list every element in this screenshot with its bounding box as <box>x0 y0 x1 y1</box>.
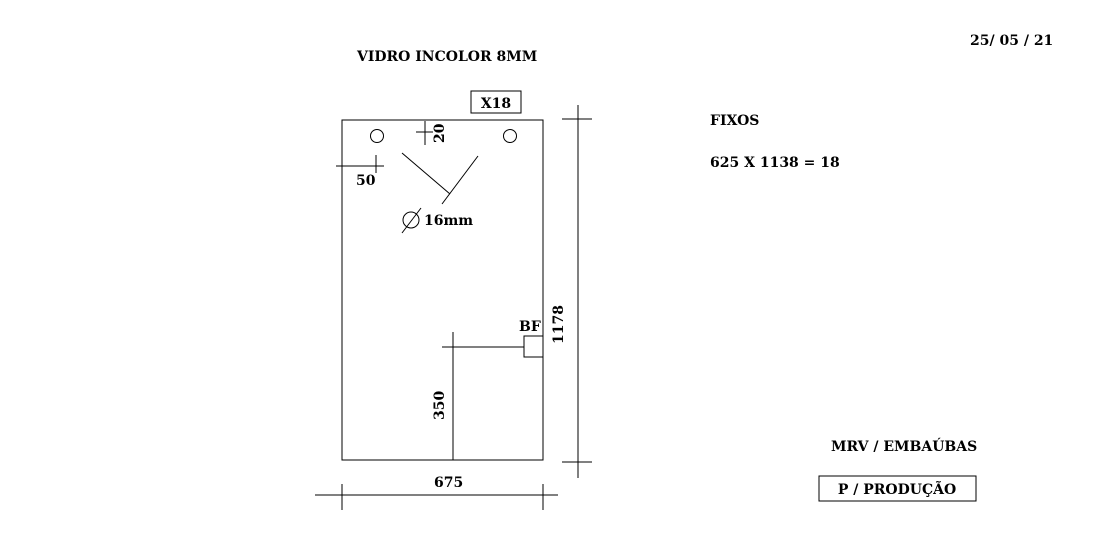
hole-offset-side-label: 50 <box>356 173 376 189</box>
width-label: 675 <box>434 475 463 491</box>
diameter-symbol-slash <box>401 207 422 234</box>
leader-line-right <box>441 155 479 205</box>
stamp-label: P / PRODUÇÃO <box>838 479 956 498</box>
height-label: 1178 <box>551 305 567 344</box>
fitting-box <box>523 335 544 358</box>
material-title: VIDRO INCOLOR 8MM <box>356 49 537 65</box>
quantity-tag: X18 <box>481 96 511 112</box>
leader-line-left <box>401 152 451 195</box>
fitting-height-label: 350 <box>432 391 448 420</box>
quantity-tag-box <box>470 90 522 114</box>
diameter-symbol-icon <box>402 211 420 229</box>
date-label: 25/ 05 / 21 <box>970 33 1053 49</box>
fitting-label: BF <box>519 319 541 335</box>
spec-line: 625 X 1138 = 18 <box>710 155 840 171</box>
hole-offset-top-label: 20 <box>432 123 448 143</box>
glass-panel-outline <box>341 119 544 461</box>
hole-diameter-label: 16mm <box>424 213 473 229</box>
section-title: FIXOS <box>710 113 759 129</box>
hole-right <box>503 129 517 143</box>
hole-left <box>370 129 384 143</box>
stamp-box <box>818 475 977 502</box>
project-label: MRV / EMBAÚBAS <box>831 437 977 455</box>
